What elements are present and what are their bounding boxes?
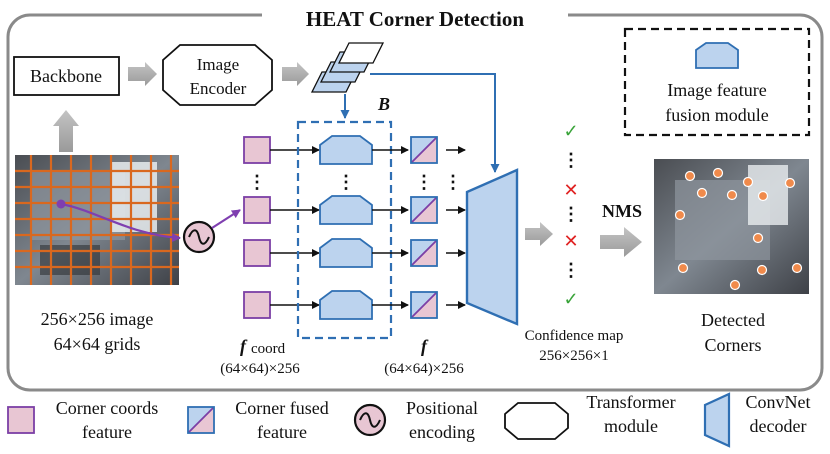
- detected-corners-image: [654, 159, 809, 294]
- convnet-decoder: [465, 168, 519, 326]
- legend-coord-line1: Corner coords: [56, 398, 158, 418]
- legend-coord-line2: feature: [82, 422, 132, 442]
- arrow-image-to-backbone: [53, 110, 79, 152]
- legend-fused-line1: Corner fused: [235, 398, 328, 418]
- cross-icon: ✕: [563, 180, 578, 200]
- arrow-backbone-to-encoder: [128, 62, 157, 86]
- coord-feature-symbol: f: [240, 336, 248, 356]
- feature-stack-label: B: [377, 94, 390, 114]
- coord-feature-column: [243, 136, 271, 319]
- legend-positional-line1: Positional: [406, 398, 478, 418]
- diagram-title: HEAT Corner Detection: [306, 7, 524, 31]
- check-icon: ✓: [563, 121, 578, 141]
- output-caption-line1: Detected: [701, 310, 765, 330]
- fused-feature-column: [410, 136, 438, 319]
- image-encoder-label-line2: Encoder: [190, 79, 247, 98]
- coord-feature-legend-icon: [7, 406, 35, 434]
- coord-feature-square: [243, 136, 271, 164]
- fusion-module-column: [319, 135, 373, 320]
- backbone-box: [13, 56, 120, 96]
- arrow-encoding-to-coord: [211, 209, 241, 229]
- fused-column-ellipsis: ⋮: [415, 172, 433, 192]
- output-column-ellipsis: ⋮: [444, 172, 462, 192]
- coord-feature-shape: (64×64)×256: [220, 361, 300, 377]
- fused-feature-shape: (64×64)×256: [384, 361, 464, 377]
- legend-convnet-line2: decoder: [750, 416, 807, 436]
- confidence-map: ✓ ⋮ ✕ ⋮ ✕ ⋮ ✓: [562, 121, 580, 309]
- confidence-caption-line2: 256×256×1: [539, 348, 608, 364]
- corner-dots: [674, 167, 803, 291]
- nms-label: NMS: [602, 201, 642, 221]
- arrow-b-to-decoder: [370, 73, 500, 173]
- fused-feature-square: [410, 239, 438, 267]
- ellipsis-icon: ⋮: [562, 204, 580, 224]
- legend-convnet-line1: ConvNet: [746, 392, 811, 412]
- arrow-decoder-to-confidence: [525, 222, 553, 246]
- feature-map-stack: [310, 42, 385, 93]
- coord-feature-subscript: coord: [251, 341, 286, 357]
- legend-transformer-line2: module: [604, 416, 658, 436]
- image-encoder-octagon: [162, 44, 273, 106]
- coord-column-ellipsis: ⋮: [248, 172, 266, 192]
- fusion-module: [319, 195, 373, 225]
- sine-wave-icon: [359, 412, 381, 428]
- confidence-caption-line1: Confidence map: [525, 328, 624, 344]
- fusion-module: [319, 238, 373, 268]
- inset-legend-line1: Image feature: [667, 80, 766, 100]
- arrow-grid-to-encoding: [60, 202, 181, 243]
- arrow-nms: [600, 227, 642, 257]
- fusion-column-ellipsis: ⋮: [337, 172, 355, 192]
- inset-legend-line2: fusion module: [665, 105, 769, 125]
- fusion-module: [319, 135, 373, 165]
- convnet-decoder-legend-icon: [703, 392, 731, 448]
- fusion-group-box: [296, 120, 393, 340]
- legend-fused-line2: feature: [257, 422, 307, 442]
- input-image: [15, 155, 179, 285]
- input-caption-line2: 64×64 grids: [54, 334, 141, 354]
- coord-feature-square: [243, 196, 271, 224]
- cross-icon: ✕: [563, 231, 578, 251]
- fused-feature-symbol: f: [421, 336, 429, 356]
- legend-positional-line2: encoding: [409, 422, 475, 442]
- sine-wave-icon: [188, 229, 210, 245]
- image-encoder-label-line1: Image: [197, 55, 239, 74]
- check-icon: ✓: [563, 289, 578, 309]
- title-backdrop: [262, 4, 568, 30]
- coord-feature-square: [243, 291, 271, 319]
- arrow-encoder-to-features: [282, 62, 309, 86]
- ellipsis-icon: ⋮: [562, 150, 580, 170]
- backbone-label: Backbone: [30, 66, 102, 86]
- input-caption-line1: 256×256 image: [41, 309, 154, 329]
- fused-feature-legend-icon: [187, 406, 215, 434]
- ellipsis-icon: ⋮: [562, 260, 580, 280]
- output-caption-line2: Corners: [705, 335, 762, 355]
- transformer-legend-icon: [504, 402, 569, 440]
- fusion-module-legend-icon: [695, 42, 739, 69]
- fused-feature-square: [410, 136, 438, 164]
- fused-feature-square: [410, 291, 438, 319]
- legend-transformer-line1: Transformer: [586, 392, 675, 412]
- fused-feature-square: [410, 196, 438, 224]
- coord-feature-square: [243, 239, 271, 267]
- bottom-legend: Corner coords feature Corner fused featu…: [7, 392, 811, 448]
- fusion-module: [319, 290, 373, 320]
